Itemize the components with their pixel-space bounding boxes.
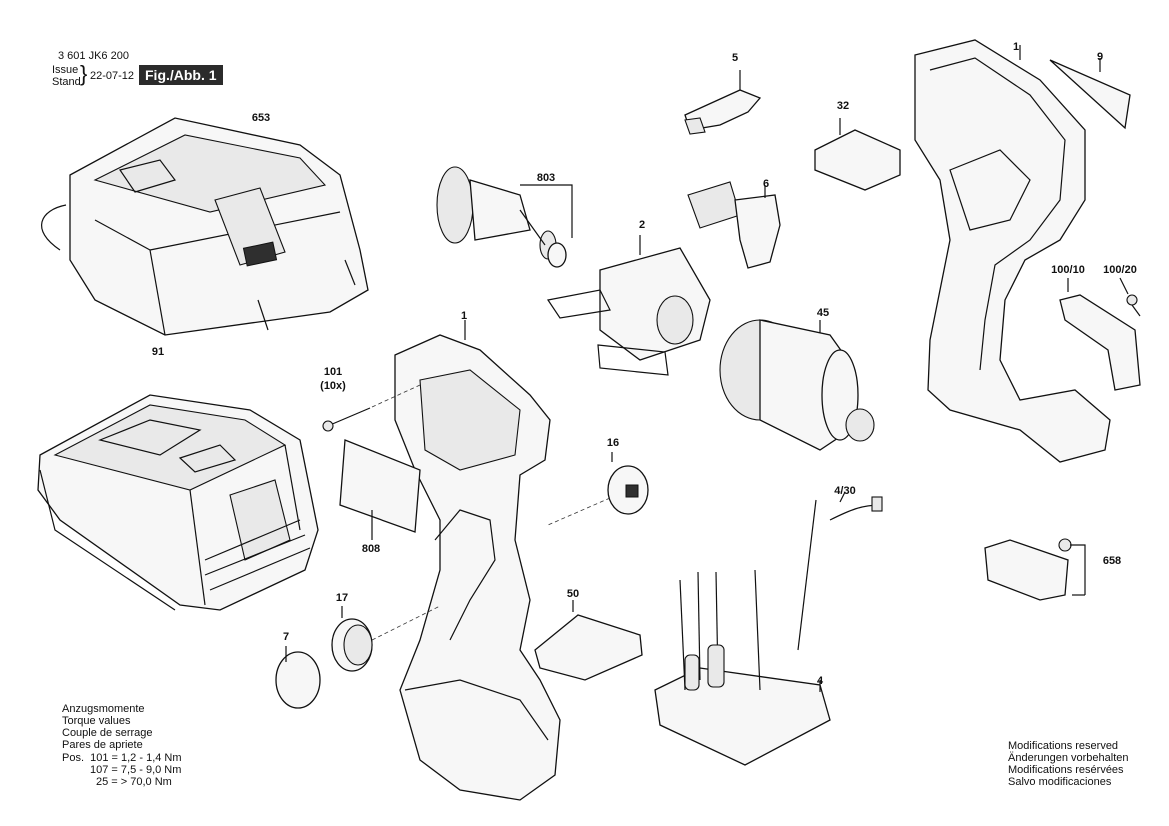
cap-7-drawing: [275, 646, 321, 709]
label-808-drawing: [339, 439, 421, 540]
battery-drawing: [37, 394, 319, 611]
figure-label: Fig./Abb. 1: [139, 65, 223, 85]
part-658-drawing: [984, 538, 1086, 601]
callout-808: 808: [361, 543, 381, 555]
part-32-drawing: [814, 118, 901, 191]
modifications-en: Modifications reserved: [1008, 740, 1119, 752]
rotor-drawing: [436, 166, 573, 268]
callout-2: 2: [638, 219, 646, 231]
modifications-fr: Modifications resérvées: [1008, 764, 1124, 776]
callout-91: 91: [151, 346, 165, 358]
housing-half-right-drawing: [914, 39, 1111, 463]
brace: }: [80, 61, 88, 86]
cap-17-drawing: [331, 605, 441, 672]
torque-title-en: Torque values: [62, 715, 131, 727]
callout-803: 803: [536, 172, 556, 184]
cable-4-30-drawing: [797, 491, 883, 651]
callout-5: 5: [731, 52, 739, 64]
issue-label: Issue: [52, 64, 79, 76]
label-9-drawing: [1049, 58, 1131, 130]
callout-32: 32: [836, 100, 850, 112]
part-16-drawing: [547, 452, 649, 526]
callout-45: 45: [816, 307, 830, 319]
modifications-de: Änderungen vorbehalten: [1008, 752, 1129, 764]
callout-100-10: 100/10: [1051, 264, 1085, 276]
torque-line-1: Pos. 101 = 1,2 - 1,4 Nm: [62, 752, 182, 764]
callout-101: 101: [323, 366, 343, 378]
callout-16: 16: [606, 437, 620, 449]
callout-17: 17: [335, 592, 349, 604]
part-number: 3 601 JK6 200: [58, 50, 129, 62]
housing-half-left-drawing: [394, 320, 561, 801]
callout-1-top: 1: [1012, 41, 1020, 53]
charger-drawing: [41, 117, 369, 336]
callout-4-30: 4/30: [834, 485, 856, 497]
torque-title-de: Anzugsmomente: [62, 703, 145, 715]
modifications-es: Salvo modificaciones: [1008, 776, 1112, 788]
screw-101-drawing: [322, 384, 421, 432]
torque-title-fr: Couple de serrage: [62, 727, 153, 739]
callout-7: 7: [282, 631, 290, 643]
part-5-drawing: [684, 70, 762, 135]
gearbox-drawing: [719, 319, 875, 451]
callout-658: 658: [1102, 555, 1122, 567]
electronics-module-drawing: [654, 569, 831, 766]
callout-9: 9: [1096, 51, 1104, 63]
part-50-drawing: [534, 600, 643, 681]
torque-line-3: 25 = > 70,0 Nm: [96, 776, 172, 788]
callout-1-mid: 1: [460, 310, 468, 322]
stator-drawing: [546, 235, 711, 376]
callout-101-quantity: (10x): [320, 380, 346, 392]
callout-4: 4: [816, 675, 824, 687]
callout-653: 653: [251, 112, 271, 124]
stand-label: Stand: [52, 76, 81, 88]
issue-date: 22-07-12: [90, 70, 135, 82]
torque-line-2: 107 = 7,5 - 9,0 Nm: [90, 764, 182, 776]
trigger-drawing: [687, 181, 781, 269]
torque-title-es: Pares de apriete: [62, 739, 143, 751]
callout-100-20: 100/20: [1103, 264, 1137, 276]
callout-50: 50: [566, 588, 580, 600]
callout-6: 6: [762, 178, 770, 190]
part-100-drawing: [1059, 277, 1141, 391]
